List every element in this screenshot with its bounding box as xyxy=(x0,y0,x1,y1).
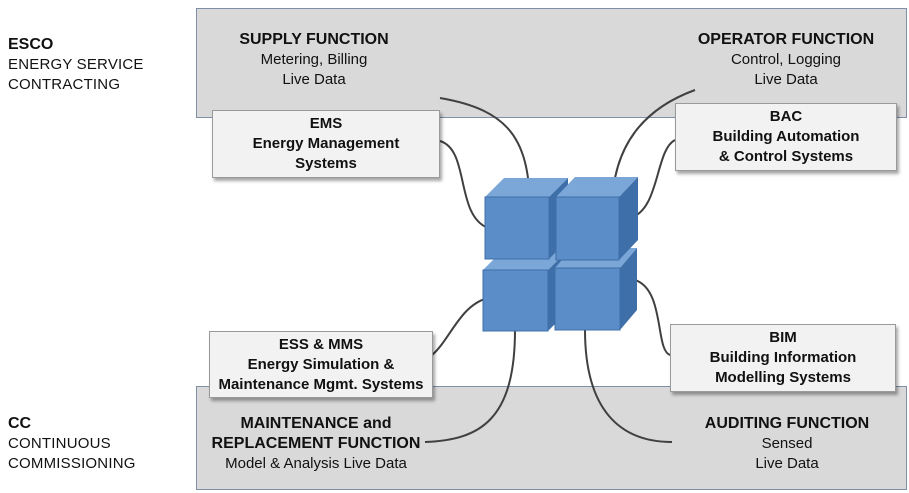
bim-line1: BIM xyxy=(769,329,797,346)
operator-line1: Control, Logging xyxy=(730,51,842,68)
wire-ems xyxy=(439,140,489,229)
ess-line1: ESS & MMS xyxy=(278,335,364,353)
ess-line2: Energy Simulation & xyxy=(247,355,395,373)
cc-line1: CONTINUOUS xyxy=(8,435,111,452)
bac-line2: Building Automation xyxy=(712,128,860,145)
bim-line3: Modelling Systems xyxy=(715,369,851,386)
wire-bim xyxy=(634,279,671,356)
supply-line1: Metering, Billing xyxy=(260,51,368,68)
cube-bottom-left xyxy=(482,253,565,332)
bac-line3: & Control Systems xyxy=(718,148,854,165)
esco-line2: CONTRACTING xyxy=(8,76,121,93)
ems-line1: EMS xyxy=(309,115,343,132)
wire-maintenance xyxy=(424,329,516,443)
maintenance-title2: REPLACEMENT FUNCTION xyxy=(211,435,421,452)
maintenance-function: MAINTENANCE and REPLACEMENT FUNCTION Mod… xyxy=(205,414,427,474)
wire-bac xyxy=(629,139,676,219)
ems-box: EMS Energy Management Systems xyxy=(212,110,440,178)
bac-box: BAC Building Automation & Control System… xyxy=(675,103,897,171)
supply-function: SUPPLY FUNCTION Metering, Billing Live D… xyxy=(216,30,412,90)
esco-title: ESCO xyxy=(8,36,54,53)
auditing-line2: Live Data xyxy=(755,455,819,472)
cc-title: CC xyxy=(8,415,32,432)
ems-line3: Systems xyxy=(295,155,357,172)
ess-line3: Maintenance Mgmt. Systems xyxy=(218,375,424,393)
cc-label: CC CONTINUOUS COMMISSIONING xyxy=(8,414,136,474)
auditing-title: AUDITING FUNCTION xyxy=(704,415,870,432)
maintenance-line1: Model & Analysis Live Data xyxy=(225,455,407,472)
esco-line1: ENERGY SERVICE xyxy=(8,56,144,73)
cube-top-right xyxy=(555,177,638,261)
maintenance-title1: MAINTENANCE and xyxy=(240,415,392,432)
wire-auditing xyxy=(584,329,673,443)
supply-line2: Live Data xyxy=(282,71,346,88)
ess-box: ESS & MMS Energy Simulation & Maintenanc… xyxy=(209,331,433,398)
esco-label: ESCO ENERGY SERVICE CONTRACTING xyxy=(8,35,144,95)
bim-box: BIM Building Information Modelling Syste… xyxy=(670,324,896,392)
auditing-line1: Sensed xyxy=(761,435,813,452)
bim-line2: Building Information xyxy=(709,349,857,366)
bottom-band xyxy=(196,386,907,490)
supply-title: SUPPLY FUNCTION xyxy=(239,31,389,48)
bac-line1: BAC xyxy=(769,108,803,125)
operator-function: OPERATOR FUNCTION Control, Logging Live … xyxy=(680,30,892,90)
operator-title: OPERATOR FUNCTION xyxy=(697,31,875,48)
wire-ess xyxy=(431,297,489,356)
ems-line2: Energy Management xyxy=(252,135,400,152)
top-band xyxy=(196,8,907,118)
operator-line2: Live Data xyxy=(754,71,818,88)
auditing-function: AUDITING FUNCTION Sensed Live Data xyxy=(688,414,886,474)
cc-line2: COMMISSIONING xyxy=(8,455,136,472)
